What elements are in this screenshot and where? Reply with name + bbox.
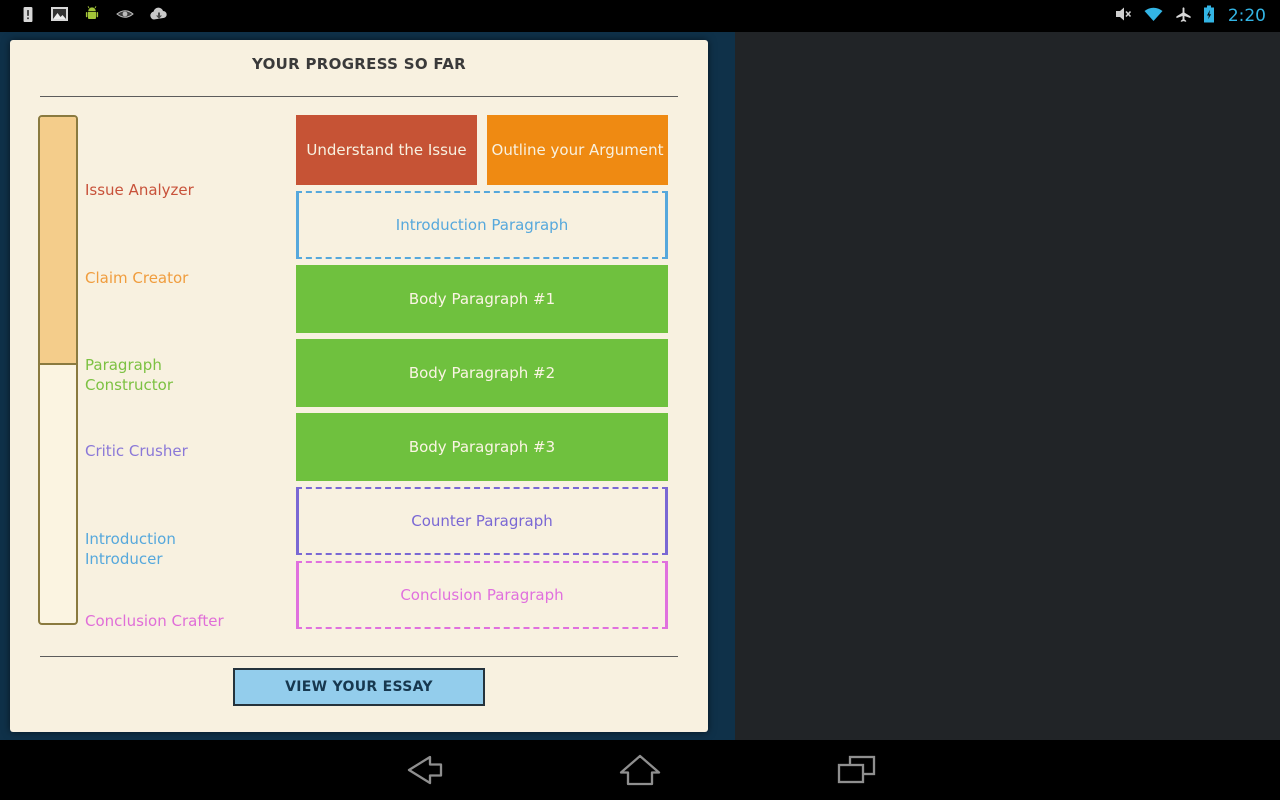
tool-label-issue-analyzer: Issue Analyzer [85, 181, 194, 199]
tool-label-paragraph-constructor: Paragraph Constructor [85, 356, 174, 394]
gallery-icon [50, 5, 69, 27]
paragraph-block-counter-paragraph[interactable]: Counter Paragraph [296, 487, 668, 555]
eye-icon [115, 5, 135, 27]
cloud-download-icon [149, 5, 169, 27]
back-icon[interactable] [392, 752, 456, 788]
tool-label-critic-crusher: Critic Crusher [85, 442, 188, 460]
tool-label-conclusion-crafter: Conclusion Crafter [85, 612, 224, 630]
paragraph-block-body-paragraph-2[interactable]: Body Paragraph #2 [296, 339, 668, 407]
divider-bottom [40, 656, 678, 657]
paragraph-block-body-paragraph-3[interactable]: Body Paragraph #3 [296, 413, 668, 481]
clock: 2:20 [1227, 6, 1266, 26]
divider-top [40, 96, 678, 97]
recents-icon[interactable] [824, 752, 888, 788]
navigation-bar [0, 740, 1280, 800]
home-icon[interactable] [608, 752, 672, 788]
step-block-outline-your-argument[interactable]: Outline your Argument [487, 115, 668, 185]
paragraph-block-conclusion-paragraph[interactable]: Conclusion Paragraph [296, 561, 668, 629]
tool-label-claim-creator: Claim Creator [85, 269, 189, 287]
view-essay-button[interactable]: VIEW YOUR ESSAY [233, 668, 485, 706]
page-title: YOUR PROGRESS SO FAR [251, 55, 467, 73]
airplane-mode-icon [1175, 6, 1192, 27]
status-bar-notifications [20, 5, 169, 28]
device-alert-icon [20, 5, 36, 28]
status-bar: 2:20 [0, 0, 1280, 32]
tool-label-introduction-introducer: Introduction Introducer [85, 530, 176, 568]
mute-icon [1114, 5, 1132, 27]
battery-icon [1203, 5, 1215, 27]
status-bar-system: 2:20 [1114, 5, 1270, 27]
paragraph-block-body-paragraph-1[interactable]: Body Paragraph #1 [296, 265, 668, 333]
step-block-understand-the-issue[interactable]: Understand the Issue [296, 115, 477, 185]
progress-rail [38, 115, 78, 625]
android-icon [83, 5, 101, 27]
background-area [735, 32, 1280, 740]
wifi-icon [1143, 6, 1164, 26]
paragraph-block-introduction-paragraph[interactable]: Introduction Paragraph [296, 191, 668, 259]
progress-rail-fill [40, 117, 76, 365]
